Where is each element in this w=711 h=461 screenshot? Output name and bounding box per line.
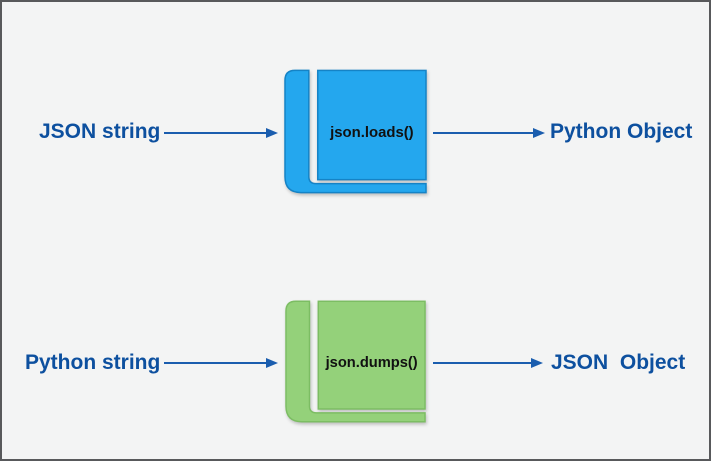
arrow-shaft <box>164 132 268 134</box>
arrow-shaft <box>164 362 268 364</box>
arrow-right-icon <box>433 126 545 140</box>
arrow-right-icon <box>433 356 543 370</box>
book-spine-shape <box>285 300 426 423</box>
json-object-label: JSON Object <box>551 351 686 374</box>
arrow-head <box>266 128 278 138</box>
arrow-right-icon <box>164 356 278 370</box>
book-cover-shape <box>317 300 426 410</box>
json-dumps-label: json.dumps() <box>325 355 418 371</box>
book-icon-loads: json.loads() <box>284 69 427 194</box>
arrow-head <box>533 128 545 138</box>
book-cover-shape <box>317 69 427 181</box>
python-object-label: Python Object <box>550 120 693 143</box>
book-spine-shape <box>284 69 427 194</box>
arrow-shaft <box>433 132 535 134</box>
json-loads-label: json.loads() <box>329 125 414 141</box>
arrow-shaft <box>433 362 533 364</box>
json-string-label: JSON string <box>39 120 161 143</box>
arrow-head <box>531 358 543 368</box>
python-string-label: Python string <box>25 351 161 374</box>
arrow-right-icon <box>164 126 278 140</box>
book-icon-dumps: json.dumps() <box>285 300 426 423</box>
arrow-head <box>266 358 278 368</box>
